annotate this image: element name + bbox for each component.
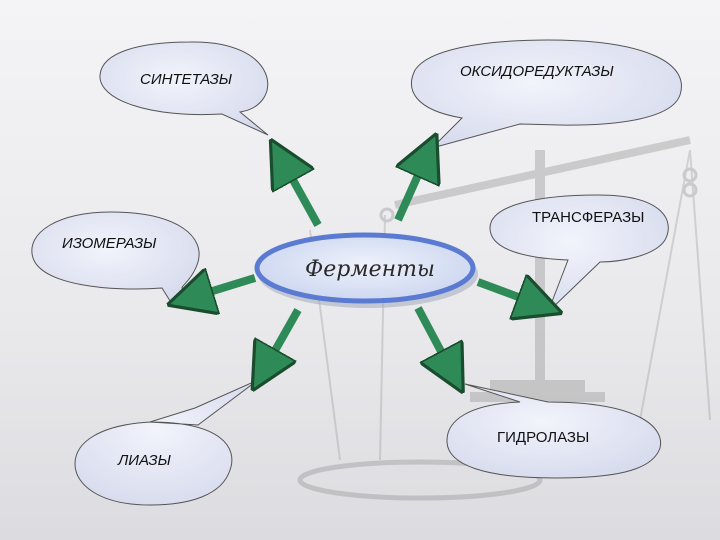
arrow-to-sintetazy <box>282 160 318 225</box>
center-label: Ферменты <box>305 257 435 282</box>
label-izomerazy: ИЗОМЕРАЗЫ <box>62 235 157 252</box>
label-transferazy: ТРАНСФЕРАЗЫ <box>532 209 644 226</box>
arrow-to-oksidoreduktazy <box>398 155 427 220</box>
bubble-sintetazy: СИНТЕТАЗЫ <box>100 42 268 135</box>
label-liazy: ЛИАЗЫ <box>117 452 172 469</box>
label-oksidoreduktazy: ОКСИДОРЕДУКТАЗЫ <box>460 63 614 80</box>
arrow-to-transferazy <box>478 282 540 305</box>
bubble-liazy: ЛИАЗЫ <box>75 380 258 505</box>
center-node-fermenty: Ферменты <box>257 235 478 308</box>
bubble-oksidoreduktazy: ОКСИДОРЕДУКТАЗЫ <box>411 40 681 148</box>
bubble-izomerazy: ИЗОМЕРАЗЫ <box>32 212 199 304</box>
arrow-to-gidrolazy <box>418 308 452 372</box>
arrow-to-liazy <box>264 310 298 370</box>
label-sintetazy: СИНТЕТАЗЫ <box>140 71 233 88</box>
arrow-to-izomerazy <box>190 278 255 298</box>
label-gidrolazy: ГИДРОЛАЗЫ <box>497 429 589 446</box>
